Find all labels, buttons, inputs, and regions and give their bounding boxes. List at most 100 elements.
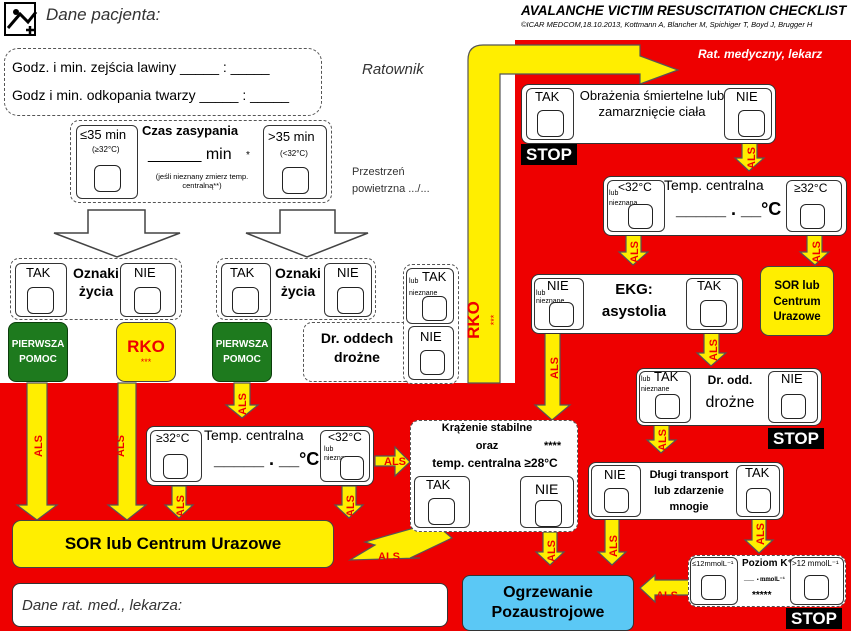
als-label-7: ALS	[378, 551, 400, 563]
doctor-data-box[interactable]	[12, 583, 448, 627]
ecg-yes-checkbox[interactable]	[700, 300, 727, 327]
ecg-no-label: NIE	[547, 278, 569, 293]
k-low-checkbox[interactable]	[701, 575, 726, 600]
burial-le35-checkbox[interactable]	[94, 165, 121, 192]
als-label-5: ALS	[345, 495, 357, 517]
temp-top-field[interactable]: _____ . __°C	[676, 199, 782, 219]
first-aid-label-1: PIERWSZA POMOC	[11, 339, 65, 365]
temp-top-ge32-checkbox[interactable]	[800, 204, 825, 229]
arrow-temp-lt32	[617, 233, 650, 266]
rescuer-label: Ratownik	[362, 61, 424, 78]
stop-airway2: STOP	[768, 428, 824, 449]
airway2-title-2: drożne	[705, 394, 755, 411]
airway-yes-sub2: nieznane	[409, 290, 438, 297]
rko-path-arrow	[467, 44, 680, 384]
airway-no-checkbox[interactable]	[420, 350, 445, 375]
signs2-yes-checkbox[interactable]	[232, 287, 259, 314]
arrow-temp-ge32	[798, 233, 831, 266]
als-label-8: ALS	[546, 540, 558, 562]
airway2-title-1: Dr. odd.	[707, 373, 753, 387]
k-field[interactable]: __ . __	[744, 572, 772, 582]
avalanche-victim-icon	[6, 9, 38, 34]
stable-title-2: oraz	[475, 440, 499, 452]
injuries-yes-label: TAK	[535, 89, 560, 104]
temp-mid-ge32-checkbox[interactable]	[163, 454, 188, 479]
rko-vertical-stars: ***	[489, 314, 499, 326]
extrication-time-field[interactable]: Godz i min. odkopania twarzy _____ : ___…	[12, 87, 290, 103]
stop-injuries: STOP	[521, 144, 577, 165]
transport-yes-checkbox[interactable]	[746, 488, 771, 513]
temp-mid-ge32-label: ≥32°C	[156, 431, 190, 445]
temp-top-lt32-checkbox[interactable]	[628, 204, 653, 229]
arrow-nie-ecmo	[534, 531, 566, 566]
als-label-10: ALS	[656, 590, 678, 602]
ecg-yes-label: TAK	[697, 278, 722, 293]
signs1-no-checkbox[interactable]	[134, 287, 161, 314]
als-label-1: ALS	[33, 435, 45, 457]
airway-title-1: Dr. oddech	[320, 330, 394, 346]
temp-top-lt32-label: <32°C	[618, 180, 652, 194]
first-aid-box-2: PIERWSZA POMOC	[212, 322, 272, 382]
burial-time-field[interactable]: Godz. i min. zejścia lawiny _____ : ____…	[12, 59, 270, 75]
temp-mid-title: Temp. centralna	[204, 427, 304, 443]
als-label-13: ALS	[811, 241, 823, 263]
temp-top-ge32-label: ≥32°C	[794, 181, 828, 195]
arrow-tr-tak	[743, 517, 775, 554]
stable-title-1: Krążenie stabilne	[441, 422, 533, 434]
temp-mid-lt32-checkbox[interactable]	[340, 456, 364, 480]
signs2-no-label: NIE	[337, 265, 359, 280]
ecmo-label-2: Pozaustrojowe	[491, 604, 605, 621]
k-high-label: >12 mmolL⁻¹	[792, 559, 839, 568]
arrow-k-to-ecmo	[639, 573, 691, 604]
transport-title-1: Długi transport	[649, 469, 729, 481]
transport-title-3: mnogie	[669, 501, 709, 513]
first-aid-box-1: PIERWSZA POMOC	[8, 322, 68, 382]
signs1-no-label: NIE	[134, 265, 156, 280]
air-space-label: Przestrzeń powietrzna .../...	[352, 166, 430, 195]
airway2-yes-label: TAK	[654, 369, 679, 384]
transport-yes-label: TAK	[745, 465, 770, 480]
checklist-title: AVALANCHE VICTIM RESUSCITATION CHECKLIST	[521, 3, 847, 18]
burial-gt35-sub: (<32°C)	[280, 149, 308, 158]
injuries-no-checkbox[interactable]	[738, 110, 765, 137]
stable-title-3: temp. centralna ≥28°C	[432, 456, 558, 470]
arrow-tr-nie-ecmo	[596, 517, 628, 566]
airway-yes-sub1: lub	[409, 278, 419, 285]
als-label-14: ALS	[549, 357, 561, 379]
als-label-4: ALS	[175, 495, 187, 517]
injuries-yes-checkbox[interactable]	[537, 110, 564, 137]
signs2-title-2: życia	[280, 283, 316, 299]
ecg-no-checkbox[interactable]	[549, 302, 574, 327]
temp-top-title: Temp. centralna	[664, 177, 764, 193]
transport-no-label: NIE	[604, 467, 626, 482]
cpr-stars: ***	[140, 357, 152, 367]
signs1-yes-checkbox[interactable]	[27, 287, 54, 314]
airway2-no-checkbox[interactable]	[781, 394, 806, 419]
ecmo-box: Ogrzewanie Pozaustrojowe	[462, 575, 634, 631]
k-high-checkbox[interactable]	[804, 575, 829, 600]
arrow-ecg-nie	[533, 331, 572, 421]
temp-mid-field[interactable]: _____ . __°C	[214, 449, 320, 469]
stable-yes-checkbox[interactable]	[428, 498, 455, 525]
airway-yes-checkbox[interactable]	[422, 296, 447, 321]
burial-minutes-field[interactable]: ______ min	[148, 146, 232, 163]
sor-small-label: SOR lub Centrum Urazowe	[773, 280, 821, 324]
rko-vertical-text: RKO	[464, 301, 483, 339]
arrow-temp-right-down	[333, 485, 365, 519]
burial-gt35-checkbox[interactable]	[282, 167, 309, 194]
burial-star: *	[246, 150, 250, 161]
arrow-ecg-tak	[695, 331, 728, 367]
stable-no-label: NIE	[535, 481, 559, 497]
airway2-yes-checkbox[interactable]	[655, 394, 680, 419]
stop-potassium: STOP	[786, 608, 842, 629]
stable-no-checkbox[interactable]	[535, 500, 562, 527]
temp-top-lt32-sub1: lub	[609, 190, 619, 197]
injuries-no-label: NIE	[736, 89, 758, 104]
als-label-9: ALS	[608, 535, 620, 557]
transport-no-checkbox[interactable]	[604, 488, 629, 513]
cpr-box: RKO ***	[116, 322, 176, 382]
signs2-no-checkbox[interactable]	[337, 287, 364, 314]
temp-mid-lt32-sub1: lub	[324, 446, 334, 453]
doctor-data-label: Dane rat. med., lekarza:	[22, 597, 183, 614]
signs1-title-2: życia	[78, 283, 114, 299]
